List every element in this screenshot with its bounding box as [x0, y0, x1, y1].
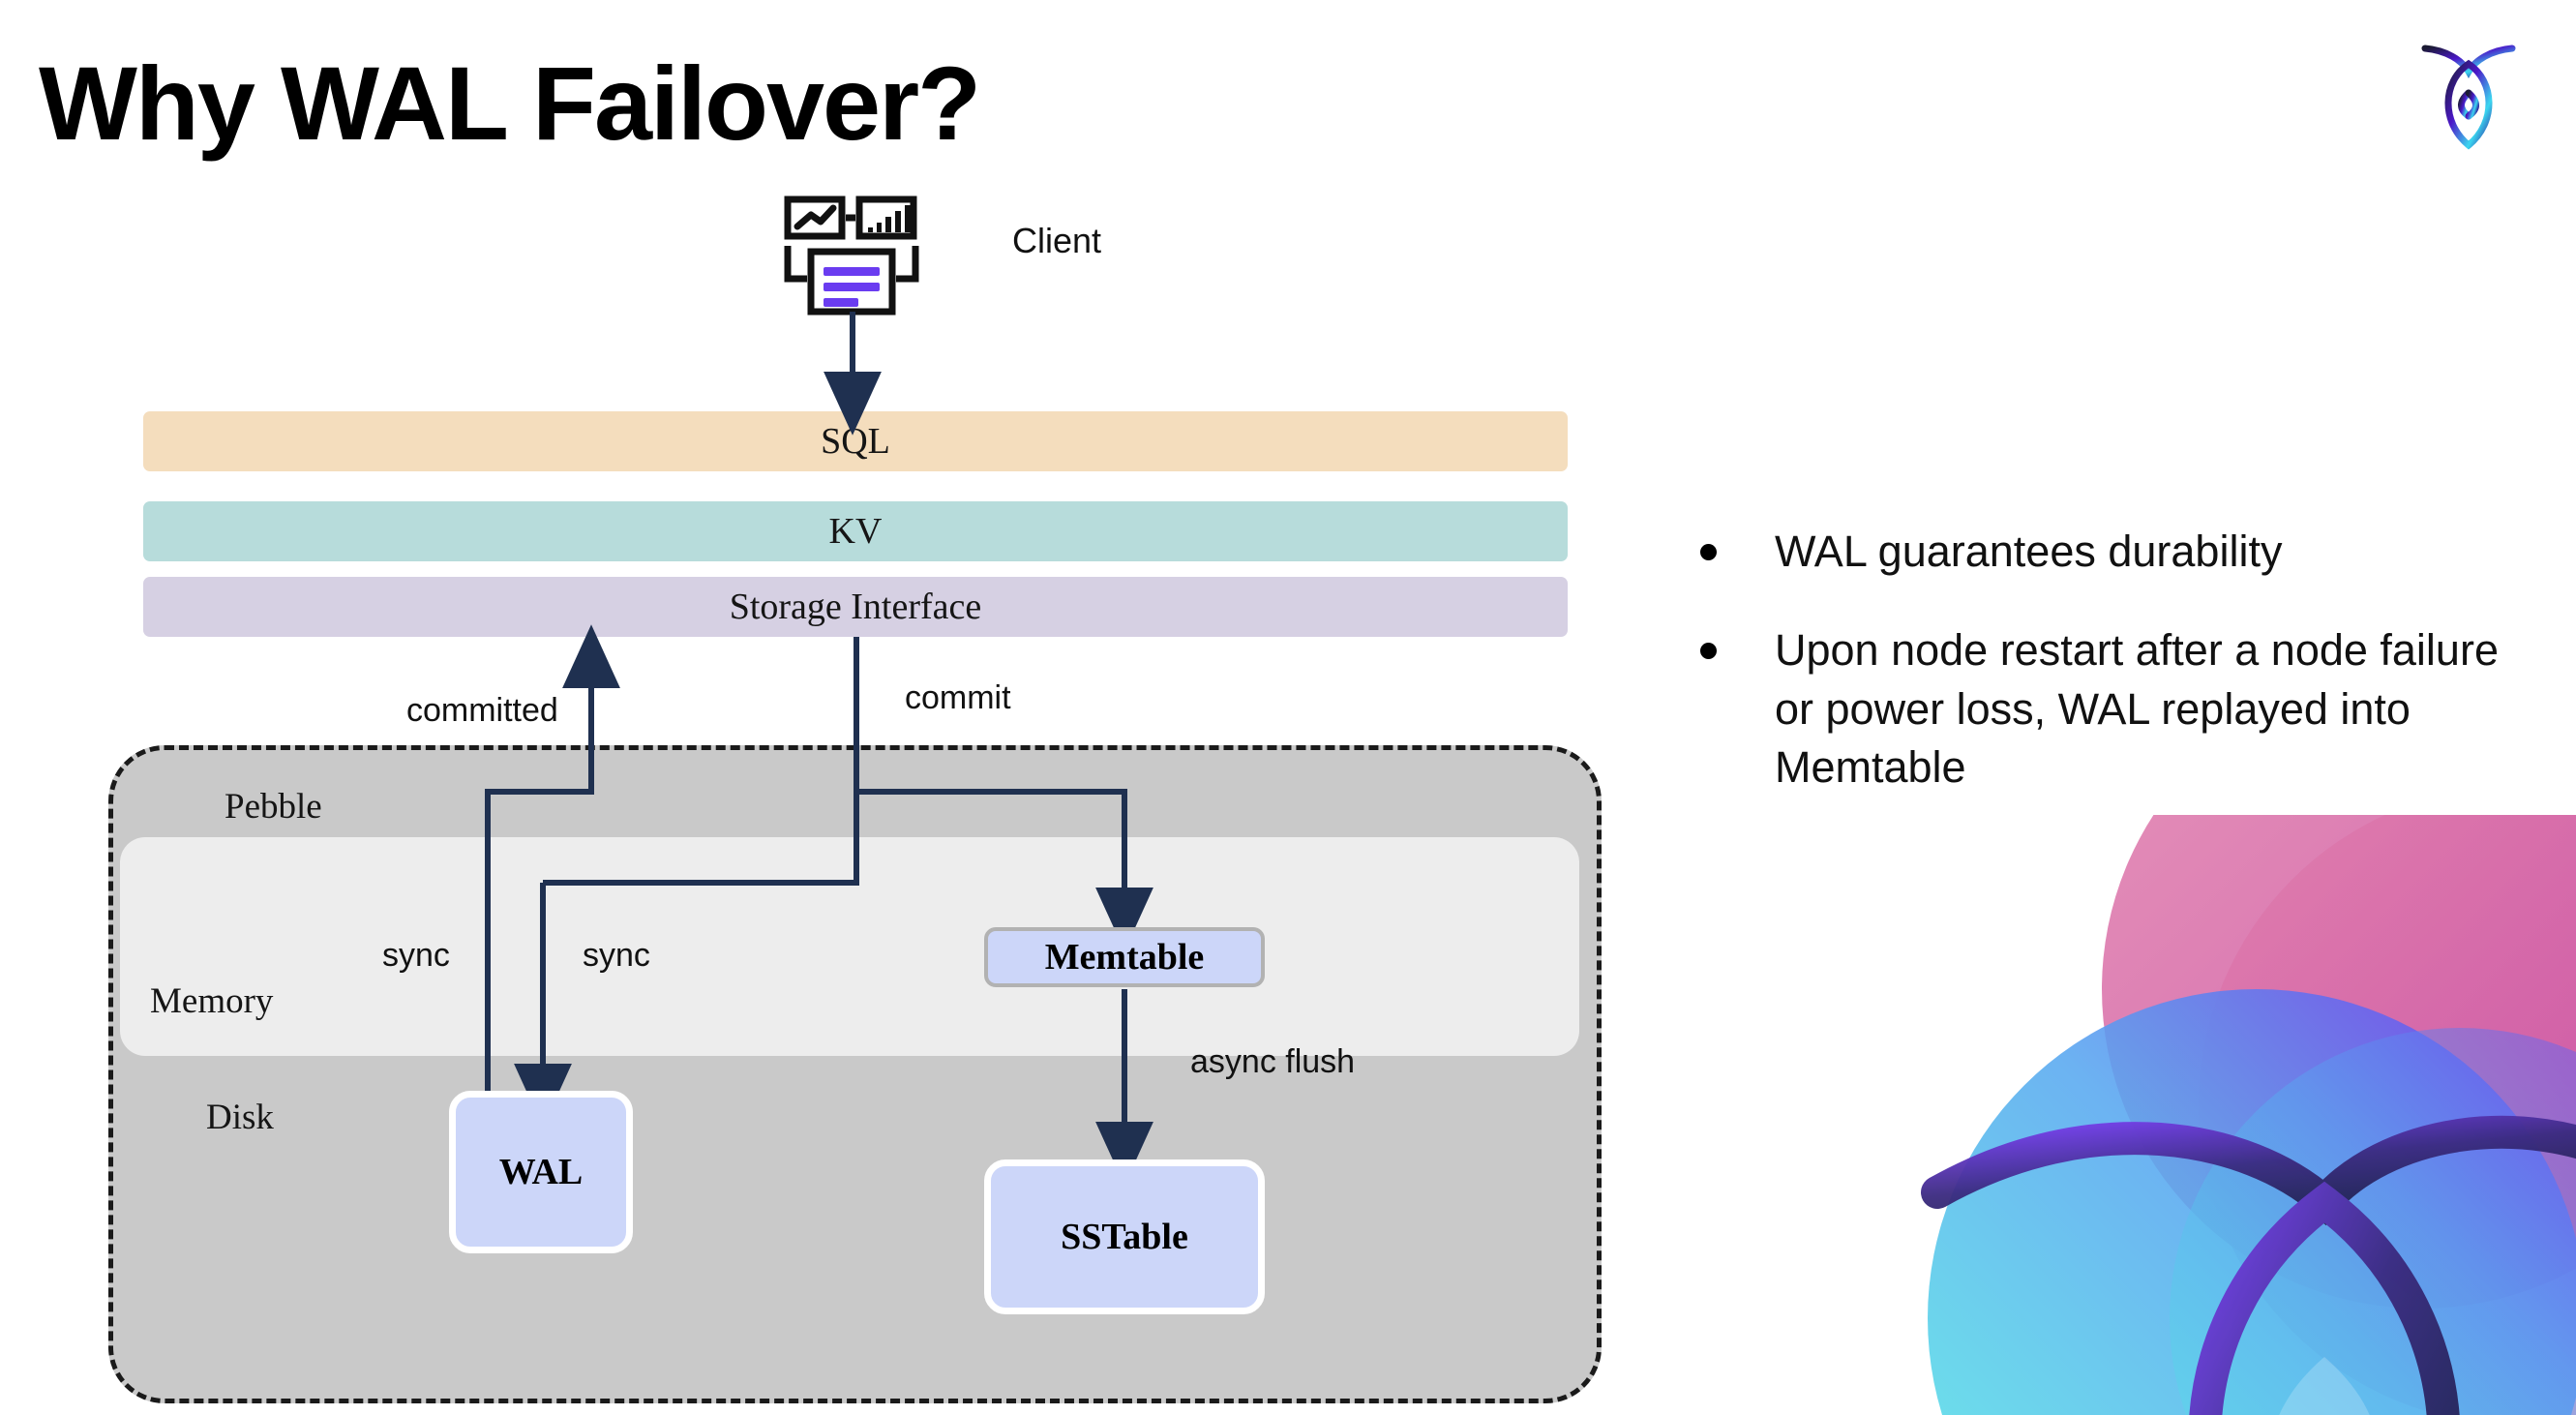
layer-bar-storage-interface: Storage Interface [143, 577, 1568, 637]
node-sstable: SSTable [984, 1159, 1265, 1314]
bullet-dot-icon [1700, 643, 1717, 660]
layer-bar-sql: SQL [143, 411, 1568, 471]
layer-label-storage-interface: Storage Interface [729, 587, 982, 627]
list-item: WAL guarantees durability [1700, 523, 2503, 581]
edge-label-sync-left: sync [382, 937, 450, 974]
client-dashboard-icon [774, 196, 929, 316]
node-label-sstable: SSTable [1061, 1217, 1188, 1257]
bullet-list: WAL guarantees durability Upon node rest… [1700, 523, 2503, 837]
node-wal: WAL [449, 1091, 633, 1253]
layer-label-sql: SQL [821, 421, 890, 462]
layer-bar-kv: KV [143, 501, 1568, 561]
page-title: Why WAL Failover? [39, 45, 981, 162]
list-item: Upon node restart after a node failure o… [1700, 621, 2503, 797]
disk-label: Disk [206, 1098, 274, 1137]
bullet-text: Upon node restart after a node failure o… [1775, 625, 2499, 792]
memory-region [120, 837, 1579, 1056]
client-label: Client [1012, 221, 1102, 260]
edge-label-commit: commit [905, 679, 1011, 716]
edge-label-committed: committed [406, 692, 558, 729]
bullet-dot-icon [1700, 544, 1717, 560]
node-label-memtable: Memtable [1044, 937, 1205, 978]
edge-label-sync-right: sync [583, 937, 650, 974]
memory-label: Memory [150, 981, 274, 1021]
edge-label-async-flush: async flush [1190, 1043, 1356, 1080]
layer-label-kv: KV [828, 511, 883, 552]
pebble-label: Pebble [225, 787, 322, 827]
node-memtable: Memtable [984, 927, 1265, 987]
decorative-watermark [1841, 815, 2576, 1415]
cockroachdb-logo-icon [2406, 27, 2531, 153]
node-label-wal: WAL [498, 1152, 584, 1192]
bullet-text: WAL guarantees durability [1775, 527, 2283, 576]
